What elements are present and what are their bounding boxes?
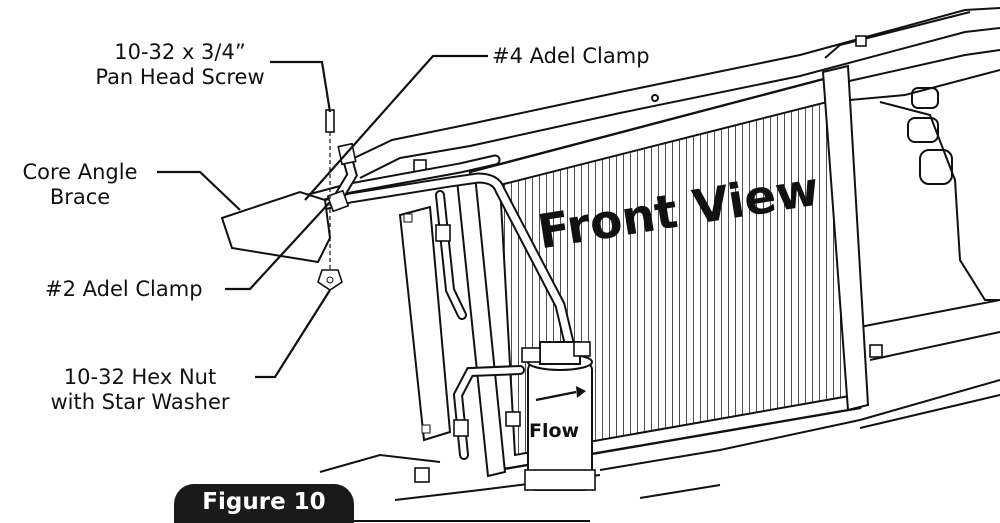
mounting-brackets bbox=[413, 35, 883, 483]
panel-slots bbox=[651, 87, 953, 185]
flow-label: Flow bbox=[529, 420, 580, 442]
core-angle-brace bbox=[220, 190, 332, 264]
figure-label: Figure 10 bbox=[202, 489, 326, 515]
brace-label-line1: Core Angle bbox=[22, 160, 138, 184]
screw-label: 10-32 x 3/4” Pan Head Screw bbox=[80, 40, 280, 90]
brace-label-line2: Brace bbox=[49, 185, 111, 209]
screw-label-line2: Pan Head Screw bbox=[95, 65, 265, 89]
nut-label-line2: with Star Washer bbox=[50, 390, 230, 414]
refrigerant-lines bbox=[299, 144, 578, 460]
condenser bbox=[398, 64, 870, 478]
nut-label-line1: 10-32 Hex Nut bbox=[63, 365, 217, 389]
leader-lines bbox=[157, 54, 488, 379]
figure-badge bbox=[174, 484, 354, 523]
receiver-drier bbox=[521, 341, 596, 491]
screw-label-line1: 10-32 x 3/4” bbox=[114, 40, 246, 64]
brace-label: Core Angle Brace bbox=[0, 160, 160, 210]
adel4-label: #4 Adel Clamp bbox=[492, 44, 650, 68]
adel2-label: #2 Adel Clamp bbox=[45, 277, 203, 301]
nut-label: 10-32 Hex Nut with Star Washer bbox=[15, 365, 265, 415]
